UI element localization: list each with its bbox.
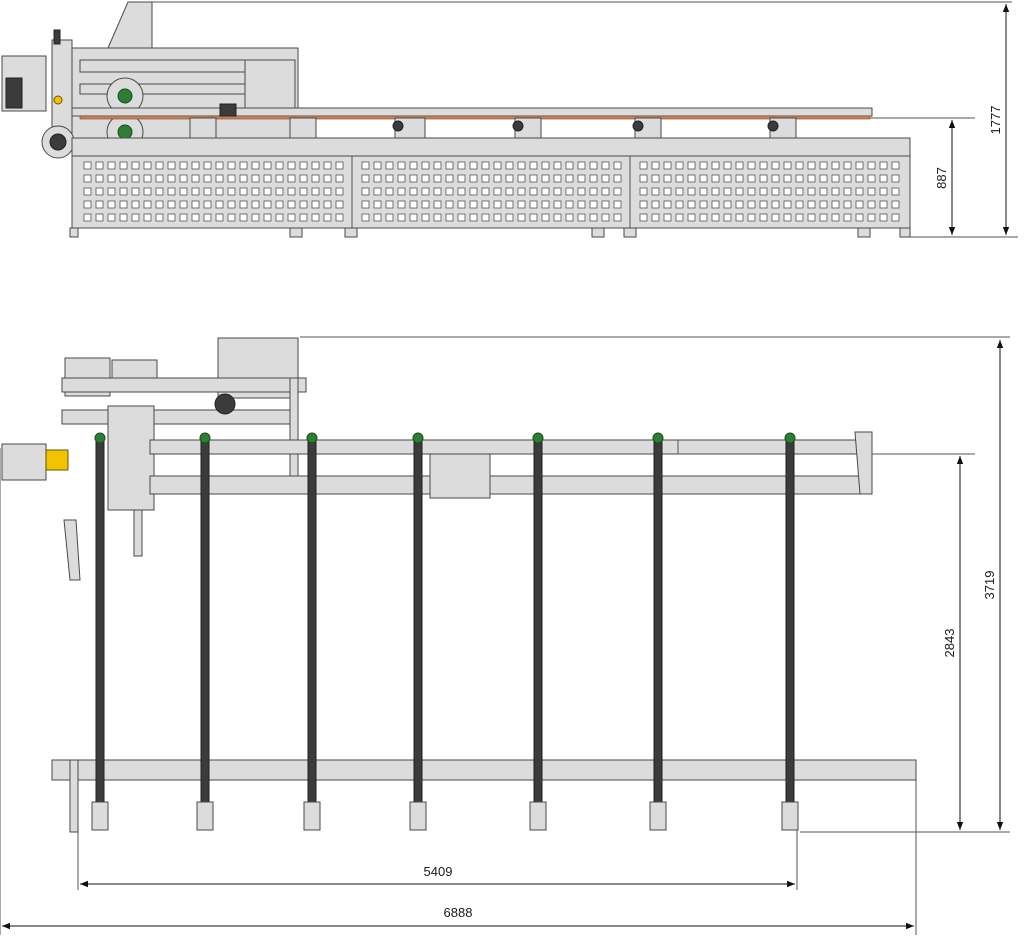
head-unit-top [1, 337, 307, 581]
support-arm-foot [196, 801, 214, 831]
arm-clamp-icon [94, 432, 106, 444]
support-arm [533, 439, 543, 803]
guard-perforations [83, 161, 900, 222]
arm-clamp-icon [412, 432, 424, 444]
arm-clamp-icon [784, 432, 796, 444]
top-view: 3719 2843 5409 6888 [0, 336, 1010, 935]
table-top [71, 137, 911, 157]
support-arm [653, 439, 663, 803]
support-arm [785, 439, 795, 803]
arm-clamp-icon [306, 432, 318, 444]
control-box [429, 453, 491, 499]
support-arm-foot [91, 801, 109, 831]
rail-end-bracket [854, 431, 873, 495]
upper-rail [149, 439, 873, 455]
support-arm-foot [781, 801, 799, 831]
dim-arm-span: 2843 [942, 629, 957, 658]
lower-rail [51, 759, 917, 781]
support-arm [95, 439, 105, 803]
arm-clamp-icon [532, 432, 544, 444]
dim-overall-length: 6888 [444, 905, 473, 920]
support-arm-foot [649, 801, 667, 831]
feed-rail [71, 107, 873, 117]
support-arm-foot [409, 801, 427, 831]
arm-clamp-icon [199, 432, 211, 444]
support-arm [307, 439, 317, 803]
machine-feet [69, 227, 911, 238]
side-view: 1777 887 [1, 1, 1018, 238]
saw-head-unit [1, 1, 299, 159]
support-arms [91, 432, 799, 831]
dim-overall-height: 1777 [988, 106, 1003, 135]
workpiece [79, 115, 871, 120]
support-arm-foot [303, 801, 321, 831]
dim-overall-depth: 3719 [982, 571, 997, 600]
motor-yellow-icon [45, 449, 69, 471]
arm-clamp-icon [652, 432, 664, 444]
perforated-guard [71, 155, 911, 229]
dim-arm-length: 5409 [424, 864, 453, 879]
support-arm [200, 439, 210, 803]
upper-rail-inner [149, 475, 873, 495]
support-arm [413, 439, 423, 803]
support-arm-foot [529, 801, 547, 831]
dim-table-height: 887 [934, 167, 949, 189]
